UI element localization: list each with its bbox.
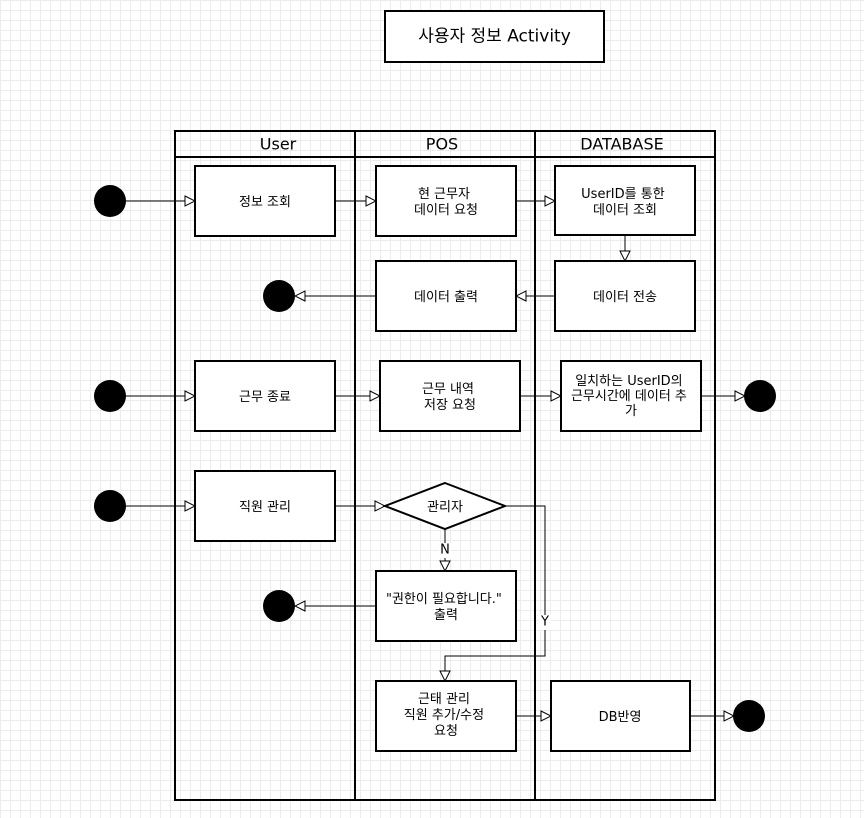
info-query-box [194,165,336,237]
edges: N Y [125,201,745,716]
info-query-label: 정보 조회 [239,195,291,210]
need-permission-box [375,570,517,642]
data-send-box [554,260,696,332]
current-worker-request-label: 현 근무자 데이터 요청 [414,187,478,218]
start-node-info [94,185,126,217]
attendance-request-label: 근태 관리 직원 추가/수정 요청 [404,692,488,739]
terminal-nodes [94,185,776,732]
staff-manage-box [194,470,336,542]
manager-decision-diamond [382,481,508,531]
diagram-title-text: 사용자 정보 Activity [418,27,571,47]
data-send-label: 데이터 전송 [593,290,657,305]
diagram-title: 사용자 정보 Activity [384,10,605,63]
lane-header-pos: POS [426,135,458,154]
end-node-work-saved [744,380,776,412]
end-node-output [263,280,295,312]
userid-query-box [554,165,696,236]
end-node-db-applied [733,700,765,732]
swimlane-frame: User POS DATABASE [174,130,716,801]
action-nodes: 정보 조회 현 근무자 데이터 요청 UserID를 통한 데이터 조회 데이터… [194,165,702,752]
need-permission-label: "권한이 필요합니다." 출력 [386,592,506,623]
edge-label-yes: Y [540,615,549,630]
end-node-permission [263,590,295,622]
db-apply-label: DB반영 [599,710,642,725]
work-save-request-box [379,360,521,432]
attendance-request-box [375,680,517,752]
current-worker-request-box [375,165,517,237]
manager-decision-label: 관리자 [427,500,463,515]
userid-query-label: UserID를 통한 데이터 조회 [581,187,669,218]
data-output-label: 데이터 출력 [414,290,478,305]
work-end-label: 근무 종료 [239,390,291,405]
work-save-request-label: 근무 내역 저장 요청 [422,382,478,413]
edge-label-no: N [440,543,450,558]
data-output-box [375,260,517,332]
add-work-time-box [560,360,702,432]
db-apply-box [550,680,691,752]
start-node-staff-manage [94,490,126,522]
add-work-time-label: 일치하는 UserID의 근무시간에 데이터 추 가 [571,374,691,419]
edge-decision-yes [445,505,546,681]
start-node-work-end [94,380,126,412]
lane-header-user: User [260,135,297,154]
staff-manage-label: 직원 관리 [239,500,291,515]
lane-header-database: DATABASE [580,135,663,154]
work-end-box [194,360,336,432]
